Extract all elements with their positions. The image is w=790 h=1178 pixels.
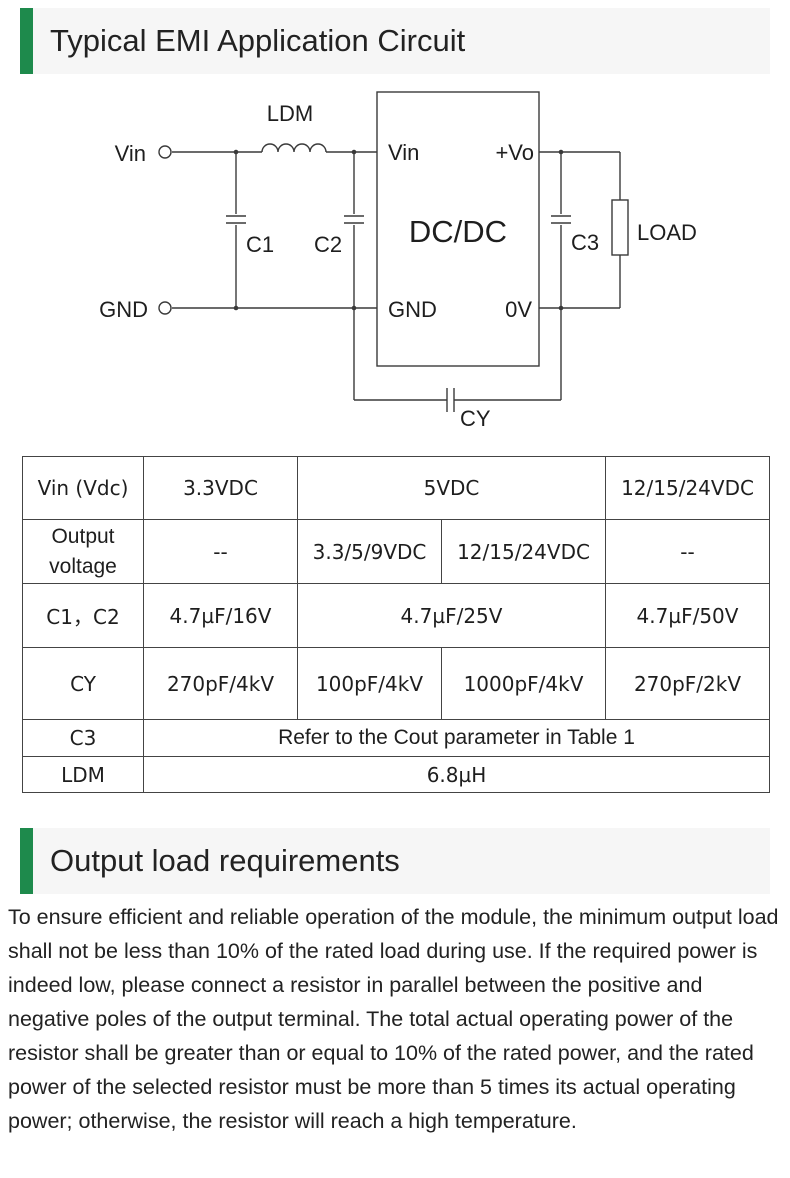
section-title-emi: Typical EMI Application Circuit bbox=[50, 23, 466, 58]
gnd-terminal-icon bbox=[158, 301, 172, 315]
cell-out-3: 12/15/24VDC bbox=[441, 519, 606, 584]
label-c3: C3 bbox=[571, 230, 599, 255]
label-load: LOAD bbox=[637, 220, 697, 245]
emi-circuit-diagram: Vin GND LDM C1 C2 C3 CY DC/DC Vin GND +V… bbox=[99, 91, 697, 431]
label-cy: CY bbox=[460, 406, 491, 431]
cell-c1c2-3: 4.7µF/50V bbox=[605, 583, 770, 648]
cell-cy-4: 270pF/2kV bbox=[605, 647, 770, 720]
table-row: CY 270pF/4kV 100pF/4kV 1000pF/4kV 270pF/… bbox=[22, 647, 770, 720]
cell-out-2: 3.3/5/9VDC bbox=[297, 519, 442, 584]
section-header-output-load: Output load requirements bbox=[20, 828, 770, 894]
table-row: Vin (Vdc) 3.3VDC 5VDC 12/15/24VDC bbox=[22, 456, 770, 520]
cell-c1c2-1: 4.7µF/16V bbox=[143, 583, 298, 648]
cell-cy-1: 270pF/4kV bbox=[143, 647, 298, 720]
row-label-c1c2: C1，C2 bbox=[22, 583, 144, 648]
table-row: C3 Refer to the Cout parameter in Table … bbox=[22, 719, 770, 757]
table-row: C1，C2 4.7µF/16V 4.7µF/25V 4.7µF/50V bbox=[22, 583, 770, 648]
label-ldm: LDM bbox=[267, 101, 313, 126]
cell-vin-12-24v: 12/15/24VDC bbox=[605, 456, 770, 520]
emi-component-table: Vin (Vdc) 3.3VDC 5VDC 12/15/24VDC Output… bbox=[22, 456, 770, 793]
table-row: Output voltage -- 3.3/5/9VDC 12/15/24VDC… bbox=[22, 519, 770, 584]
section-accent-bar bbox=[20, 828, 33, 894]
section-header-emi: Typical EMI Application Circuit bbox=[20, 8, 770, 74]
cell-out-4: -- bbox=[605, 519, 770, 584]
ldm-inductor bbox=[261, 143, 327, 153]
label-pin-vin: Vin bbox=[388, 140, 419, 165]
label-c1: C1 bbox=[246, 232, 274, 257]
row-label-cy: CY bbox=[22, 647, 144, 720]
cell-vin-3v3: 3.3VDC bbox=[143, 456, 298, 520]
section-accent-bar bbox=[20, 8, 33, 74]
output-load-paragraph: To ensure efficient and reliable operati… bbox=[8, 905, 779, 1133]
label-dcdc-module: DC/DC bbox=[409, 214, 507, 249]
cell-out-1: -- bbox=[143, 519, 298, 584]
row-label-vin: Vin (Vdc) bbox=[22, 456, 144, 520]
table-row: LDM 6.8µH bbox=[22, 756, 770, 793]
vin-terminal-icon bbox=[158, 145, 172, 159]
label-pin-gnd: GND bbox=[388, 297, 437, 322]
label-c2: C2 bbox=[314, 232, 342, 257]
cell-ldm-value: 6.8µH bbox=[143, 756, 770, 793]
cell-c1c2-2: 4.7µF/25V bbox=[297, 583, 606, 648]
label-gnd-input: GND bbox=[99, 297, 148, 322]
row-label-output-voltage: Output voltage bbox=[22, 519, 144, 584]
label-pin-vo: +Vo bbox=[495, 140, 534, 165]
cell-cy-2: 100pF/4kV bbox=[297, 647, 442, 720]
row-label-c3: C3 bbox=[22, 719, 144, 757]
dcdc-module-box bbox=[376, 91, 540, 367]
cell-vin-5v: 5VDC bbox=[297, 456, 606, 520]
row-label-ldm: LDM bbox=[22, 756, 144, 793]
label-vin-input: Vin bbox=[115, 141, 146, 166]
section-title-output-load: Output load requirements bbox=[50, 843, 400, 878]
cell-c3-value: Refer to the Cout parameter in Table 1 bbox=[143, 719, 770, 757]
label-pin-0v: 0V bbox=[505, 297, 532, 322]
cell-cy-3: 1000pF/4kV bbox=[441, 647, 606, 720]
